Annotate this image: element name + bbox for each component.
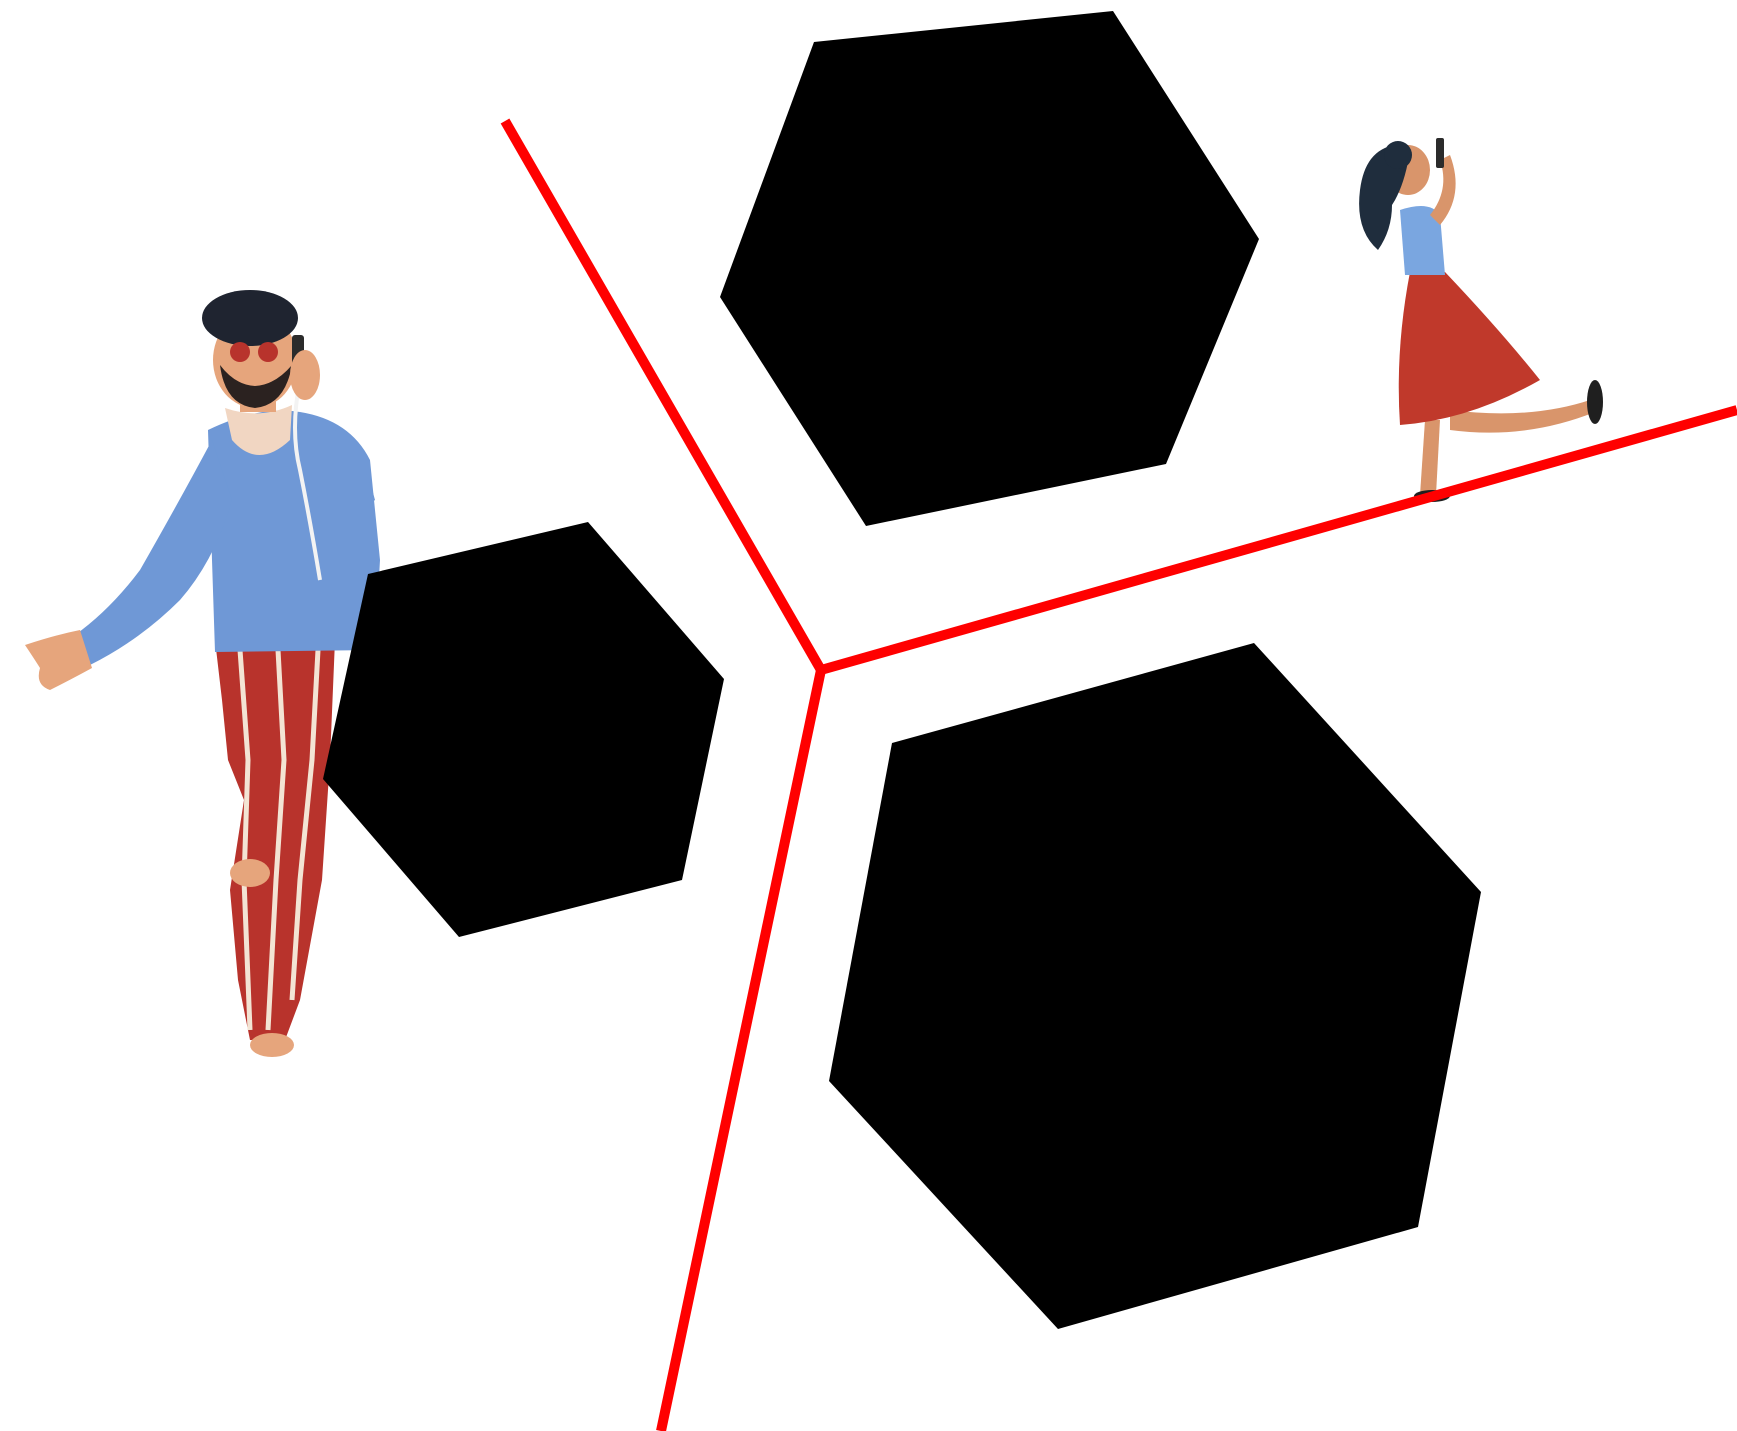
man-hand-right: [290, 350, 320, 400]
woman-hair-top: [1384, 141, 1412, 169]
man-foot-left: [230, 859, 270, 887]
woman-shoe-back: [1587, 380, 1603, 424]
man-sunglasses-left: [230, 342, 250, 362]
man-foot-right: [250, 1033, 294, 1057]
woman-phone: [1436, 138, 1444, 168]
man-beret: [202, 290, 298, 346]
man-sunglasses-right: [258, 342, 278, 362]
